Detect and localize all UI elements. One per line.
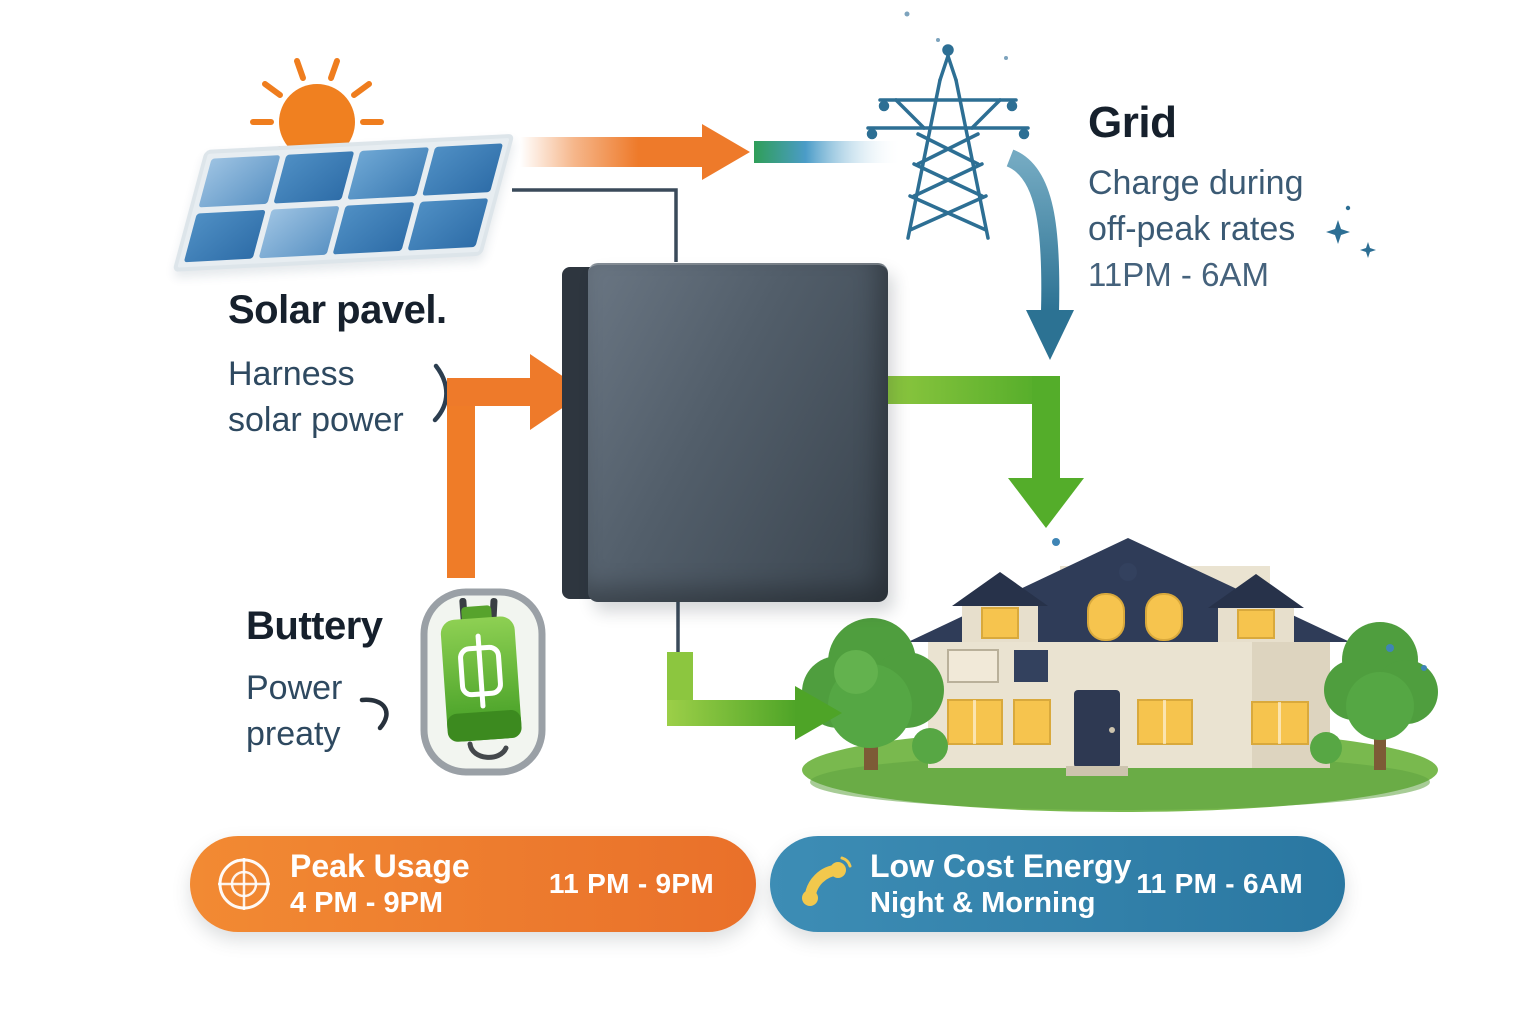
grid-text-block: Grid Charge during off-peak rates 11PM -… [1088,98,1303,298]
solar-desc-line2: solar power [228,401,404,439]
arrow-grid-to-battery [1006,149,1074,360]
low-cost-energy-badge: Low Cost Energy Night & Morning 11 PM - … [770,836,1345,932]
home-battery-unit [562,263,888,602]
peak-usage-subtitle: 4 PM - 9PM [290,886,444,919]
peak-usage-title: Peak Usage [290,848,470,885]
solar-panel-illustration [172,133,515,272]
decorative-dots [904,11,1008,60]
callout-curve-solar [432,363,449,423]
clock-icon [212,852,276,916]
grid-desc-line2: off-peak rates [1088,210,1296,248]
grid-tower-icon [866,44,1030,240]
grid-offpeak-time: 11PM - 6AM [1088,256,1269,293]
low-cost-subtitle: Night & Morning [870,886,1096,919]
battery-title: Buttery [246,604,383,648]
sparkle-icon [1326,205,1376,258]
low-cost-time: 11 PM - 6AM [1136,868,1303,899]
arrow-battery-charge-in [447,354,586,578]
solar-cell [272,151,355,204]
solar-cell [198,155,280,208]
arrow-battery-to-house-bottom [667,652,842,740]
peak-usage-time: 11 PM - 9PM [548,868,714,899]
battery-illustration [420,588,546,776]
low-cost-title: Low Cost Energy [870,848,1132,885]
solar-title: Solar pavel. [228,288,447,332]
house-illustration [802,538,1438,812]
battery-text-block: Buttery Power preaty [246,604,383,757]
solar-cell [258,206,340,259]
grid-title: Grid [1088,98,1177,147]
solar-cell [332,202,415,255]
battery-desc-line1: Power [246,669,343,707]
solar-cell [406,198,489,251]
solar-cell [347,147,429,200]
grid-desc-line1: Charge during [1088,164,1304,202]
solar-cell [421,143,504,196]
home-battery-front-panel [588,263,888,602]
phone-icon [792,852,856,916]
peak-usage-badge: Peak Usage 4 PM - 9PM 11 PM - 9PM [190,836,756,932]
solar-text-block: Solar pavel. Harness solar power [228,288,447,443]
arrow-solar-to-grid [520,124,902,180]
solar-cell [183,209,266,263]
solar-desc-line1: Harness [228,355,355,393]
connector-panel-to-battery [512,188,678,262]
tree-right [1324,622,1438,770]
water-dots [1052,538,1427,671]
callout-curve-battery [359,697,389,731]
arrow-battery-to-home-right [888,376,1084,528]
battery-desc-line2: preaty [246,715,341,753]
